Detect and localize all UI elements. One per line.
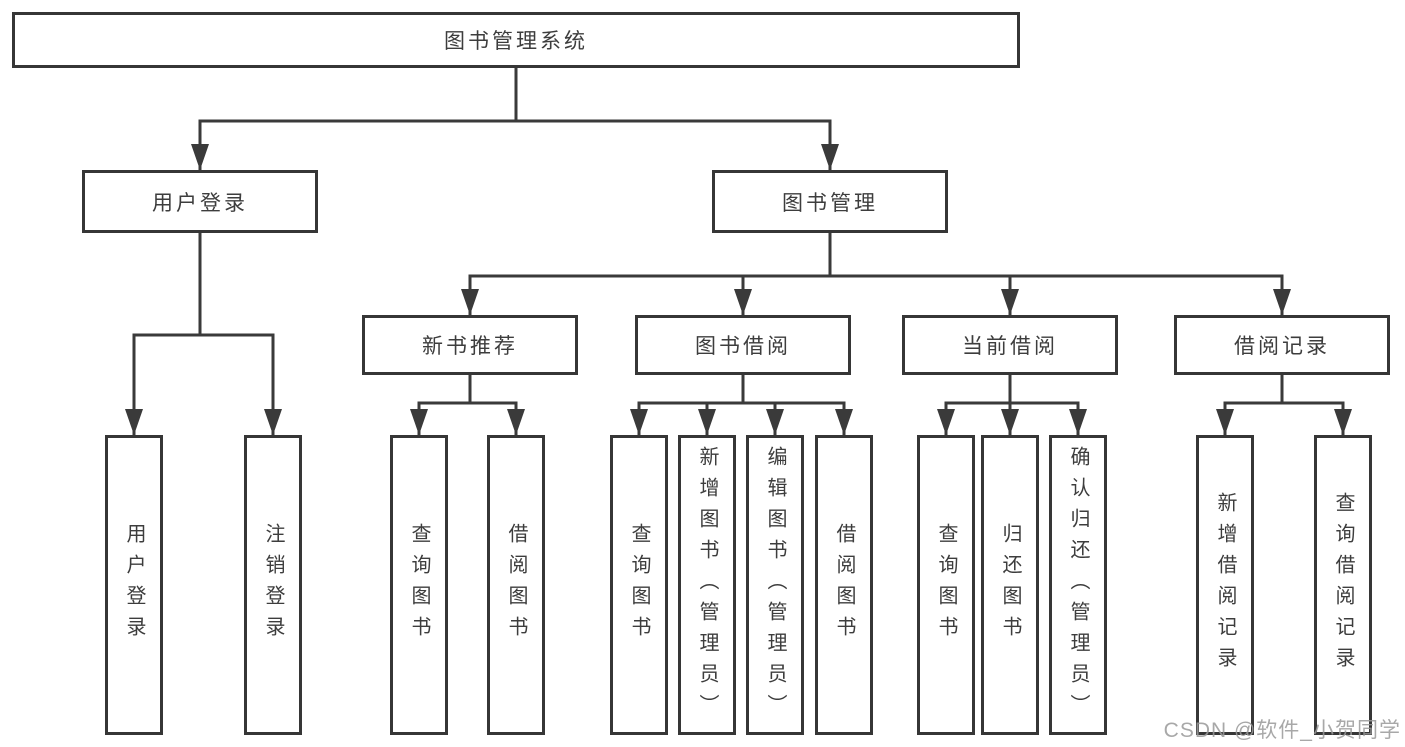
leaf-label: 新增借阅记录 <box>1214 492 1236 678</box>
edge-lines <box>132 66 1345 437</box>
node-current-borrowing: 当前借阅 <box>902 315 1118 375</box>
leaf-label: 确认归还（管理员） <box>1067 445 1089 725</box>
leaf-borrow-books-recommend: 借阅图书 <box>487 435 545 735</box>
node-label: 图书管理 <box>782 191 878 215</box>
leaf-add-books-admin: 新增图书（管理员） <box>678 435 736 735</box>
leaf-confirm-return-admin: 确认归还（管理员） <box>1049 435 1107 735</box>
leaf-edit-books-admin: 编辑图书（管理员） <box>746 435 804 735</box>
leaf-return-books: 归还图书 <box>981 435 1039 735</box>
node-book-management: 图书管理 <box>712 170 948 233</box>
leaf-user-login: 用户登录 <box>105 435 163 735</box>
node-label: 图书借阅 <box>695 335 791 358</box>
leaf-label: 查询图书 <box>935 523 957 647</box>
leaf-label: 注销登录 <box>262 523 284 647</box>
leaf-label: 归还图书 <box>999 523 1021 647</box>
node-borrowing-records: 借阅记录 <box>1174 315 1390 375</box>
node-user-login: 用户登录 <box>82 170 318 233</box>
leaf-label: 新增图书（管理员） <box>696 445 718 725</box>
leaf-logout-login: 注销登录 <box>244 435 302 735</box>
node-new-book-recommendation: 新书推荐 <box>362 315 578 375</box>
leaf-add-borrow-record: 新增借阅记录 <box>1196 435 1254 735</box>
csdn-watermark: CSDN @软件_小贺同学 <box>1163 719 1401 742</box>
node-label: 新书推荐 <box>422 335 518 358</box>
leaf-label: 查询图书 <box>628 523 650 647</box>
node-book-borrowing: 图书借阅 <box>635 315 851 375</box>
node-label: 当前借阅 <box>962 335 1058 358</box>
leaf-query-borrow-record: 查询借阅记录 <box>1314 435 1372 735</box>
leaf-label: 查询借阅记录 <box>1332 492 1354 678</box>
leaf-label: 借阅图书 <box>833 523 855 647</box>
leaf-label: 借阅图书 <box>505 523 527 647</box>
leaf-label: 查询图书 <box>408 523 430 647</box>
leaf-borrow-books: 借阅图书 <box>815 435 873 735</box>
node-label: 用户登录 <box>152 191 248 215</box>
leaf-query-books-current: 查询图书 <box>917 435 975 735</box>
arrowhead-icons <box>125 144 1352 435</box>
node-label: 图书管理系统 <box>444 30 588 53</box>
leaf-query-books-borrowing: 查询图书 <box>610 435 668 735</box>
leaf-label: 用户登录 <box>123 523 145 647</box>
leaf-label: 编辑图书（管理员） <box>764 445 786 725</box>
node-label: 借阅记录 <box>1234 335 1330 358</box>
leaf-query-books-recommend: 查询图书 <box>390 435 448 735</box>
node-library-management-system: 图书管理系统 <box>12 12 1020 68</box>
